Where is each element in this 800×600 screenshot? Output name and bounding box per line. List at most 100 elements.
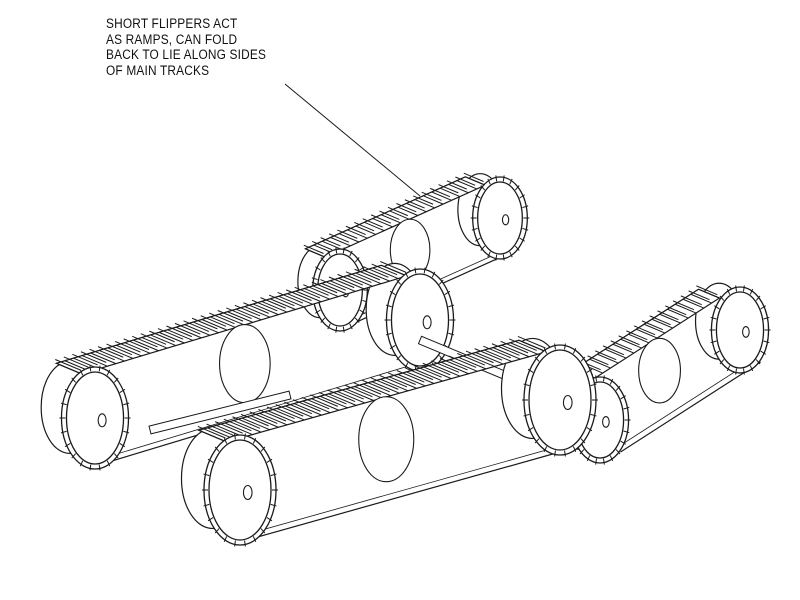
near-main-track-cleat — [267, 410, 296, 423]
front-flipper-track-rear-tooth — [615, 449, 621, 455]
near-main-track-rear-tooth — [207, 517, 214, 522]
rear-flipper-track-cleat-outer — [328, 233, 350, 243]
callout-leader-line — [284, 83, 421, 197]
far-main-track-cleat-outer — [362, 266, 389, 278]
near-main-track-rear-tooth — [203, 503, 210, 507]
front-flipper-track-front-tooth — [760, 305, 766, 310]
front-flipper-track-belt-bottom — [620, 361, 761, 453]
near-main-track-front-tooth — [580, 438, 586, 444]
rear-flipper-track-rear-tooth — [342, 326, 345, 333]
near-main-track-cleat-outer — [197, 426, 226, 439]
near-main-track-front-tooth — [580, 356, 586, 362]
far-main-track-cleat — [150, 334, 176, 347]
far-main-track-cleat-outer — [337, 273, 363, 286]
far-main-track-cleat-outer — [149, 330, 175, 343]
near-main-track-rear-tooth — [223, 536, 228, 543]
front-flipper-track-front-tooth — [719, 359, 725, 365]
near-main-track-cleat — [484, 349, 513, 363]
near-main-track-front-tooth — [554, 450, 556, 457]
near-main-track-rear-tooth — [266, 517, 273, 522]
rear-flipper-track-front-wheel-hub — [501, 214, 510, 226]
front-flipper-track-cleat — [659, 313, 681, 324]
front-flipper-track-rear-tooth — [579, 449, 585, 455]
near-main-track-cleat — [389, 376, 417, 389]
front-flipper-track-rear-wheel-hub — [602, 416, 610, 428]
far-main-track-front-tooth — [431, 271, 436, 278]
far-main-track-rear-tooth — [119, 388, 126, 394]
near-main-track-cleat-outer — [362, 379, 390, 393]
front-flipper-track-cleat — [682, 298, 705, 309]
rear-flipper-track-cleat — [372, 218, 393, 228]
far-main-track-cleat-outer — [243, 302, 269, 314]
near-main-track-front-tooth — [527, 427, 534, 432]
rear-flipper-track-front-tooth — [480, 185, 486, 191]
far-main-track-belt-bottom-inner — [100, 360, 426, 460]
front-flipper-track-cleat — [643, 323, 666, 334]
near-main-track-front-tooth — [543, 446, 548, 453]
near-main-track-cleat-outer — [500, 340, 529, 354]
front-flipper-track-cleat-outer — [602, 345, 625, 356]
near-main-track-cleat-outer — [353, 382, 382, 395]
rear-flipper-track-cleat-outer — [413, 195, 434, 205]
far-main-track-cleat — [278, 295, 305, 308]
near-main-track-front-tooth — [590, 383, 597, 387]
far-main-track-front-tooth — [414, 267, 417, 274]
near-main-track-cleat-outer — [396, 370, 425, 383]
near-main-track-cleat — [363, 383, 391, 397]
near-main-track-front-tooth — [534, 356, 540, 362]
rear-flipper-track-cleat-outer — [370, 214, 392, 224]
rear-flipper-track-cleat-outer — [396, 203, 417, 213]
near-main-track-cleat-outer — [344, 384, 373, 398]
front-flipper-track-cleat — [589, 358, 611, 369]
front-flipper-track-cleat-outer — [657, 310, 679, 321]
front-flipper-track-front-tooth — [710, 316, 717, 320]
rear-flipper-track-cleat-outer — [320, 237, 341, 247]
rear-flipper-track-rear-tooth — [359, 309, 365, 314]
callout-line: OF MAIN TRACKS — [106, 62, 210, 78]
rear-flipper-track-cleat — [338, 233, 360, 243]
rear-axle — [148, 390, 292, 435]
far-main-track-rear-tooth — [98, 365, 101, 372]
far-main-track-rear-tooth — [106, 369, 111, 376]
front-flipper-track-rear-tooth — [595, 458, 597, 465]
front-flipper-track-cleat-outer — [672, 300, 695, 311]
near-main-track-front-tooth — [523, 383, 530, 387]
near-main-track-front-wheel-hub — [562, 394, 573, 411]
near-main-track-cleat — [371, 381, 400, 394]
front-flipper-track-front-tooth — [726, 365, 731, 372]
far-main-track-front-tooth — [448, 332, 455, 336]
near-main-track-cleat — [259, 412, 288, 426]
near-main-track-cleat-outer — [275, 404, 304, 417]
rear-flipper-track-front-tooth — [519, 194, 525, 199]
near-main-track-belt-bottom-inner — [245, 444, 566, 536]
rear-flipper-track-cleat — [389, 210, 410, 220]
far-main-track-cleat — [98, 349, 125, 362]
far-main-track-front-tooth — [389, 290, 396, 296]
rear-flipper-track-cleat-outer — [312, 240, 333, 251]
near-main-track-front-tooth — [523, 413, 530, 417]
near-main-track-cleat-outer — [474, 348, 503, 361]
near-main-track-cleat — [501, 344, 530, 358]
far-main-track-rear-tooth — [119, 442, 126, 448]
near-main-track-cleat — [293, 403, 322, 416]
front-flipper-track-cleat-outer — [595, 350, 617, 361]
near-main-track-cleat-outer — [431, 360, 460, 373]
far-main-track-cleat-outer — [311, 281, 338, 294]
near-main-track-cleat — [432, 364, 461, 377]
front-flipper-track-cleat-outer — [696, 285, 718, 296]
far-main-track-cleat — [158, 331, 185, 344]
near-main-track-road-wheel — [358, 396, 415, 483]
far-main-track-front-tooth — [396, 355, 402, 361]
rear-flipper-track-cleat — [397, 206, 419, 216]
near-main-track-cleat — [224, 422, 253, 436]
far-main-track-front-tooth — [448, 304, 455, 308]
near-main-track-front-tooth — [586, 368, 593, 373]
rear-flipper-track-rear-tooth — [354, 317, 360, 323]
front-flipper-track-cleat — [605, 348, 627, 359]
near-main-track-cleat-outer — [327, 389, 356, 402]
front-flipper-track-cleat-outer — [649, 315, 671, 326]
far-main-track-rear-tooth — [113, 377, 119, 383]
callout-line: BACK TO LIE ALONG SIDES — [106, 47, 267, 62]
